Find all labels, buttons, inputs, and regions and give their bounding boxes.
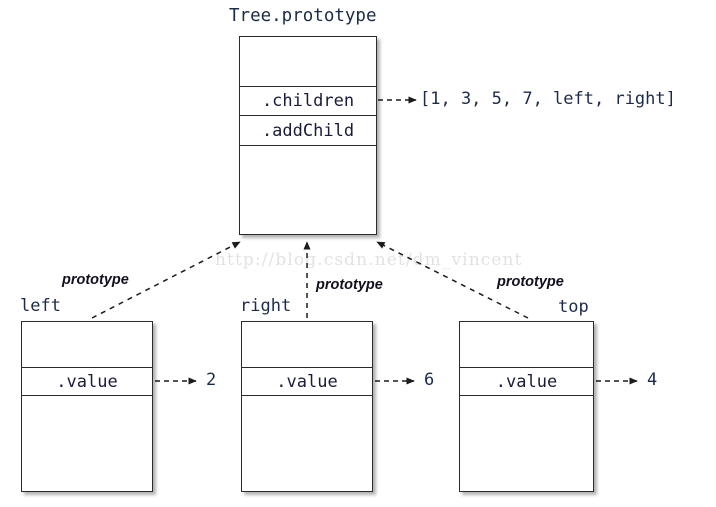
top-slot-empty-top [460,322,593,367]
prototype-box-title: Tree.prototype [229,6,377,26]
prototype-object-box: .children .addChild [239,36,377,235]
prototype-link-label-top: prototype [497,274,564,290]
instance-name-right: right [240,296,292,316]
left-slot-empty-top [22,322,152,367]
instance-box-left: .value [21,321,153,492]
left-value-text: 2 [206,370,217,390]
left-slot-empty-bottom [22,395,152,490]
prototype-slot-children: .children [240,86,376,115]
right-value-text: 6 [424,370,435,390]
instance-name-left: left [20,296,61,316]
instance-box-right: .value [241,321,373,492]
top-value-text: 4 [647,370,658,390]
right-slot-empty-bottom [242,395,372,490]
top-slot-value: .value [460,367,593,395]
watermark-text: http://blog.csdn.net/dm_vincent [215,250,523,270]
right-slot-empty-top [242,322,372,367]
instance-box-top: .value [459,321,594,492]
right-slot-value: .value [242,367,372,395]
left-slot-value: .value [22,367,152,395]
prototype-slot-addchild: .addChild [240,115,376,145]
instance-name-top: top [558,297,589,317]
prototype-slot-empty-top [240,37,376,86]
prototype-link-label-right: prototype [316,277,383,293]
top-slot-empty-bottom [460,395,593,490]
prototype-link-label-left: prototype [62,272,129,288]
prototype-slot-empty-bottom [240,145,376,233]
children-array-value: [1, 3, 5, 7, left, right] [420,89,676,109]
